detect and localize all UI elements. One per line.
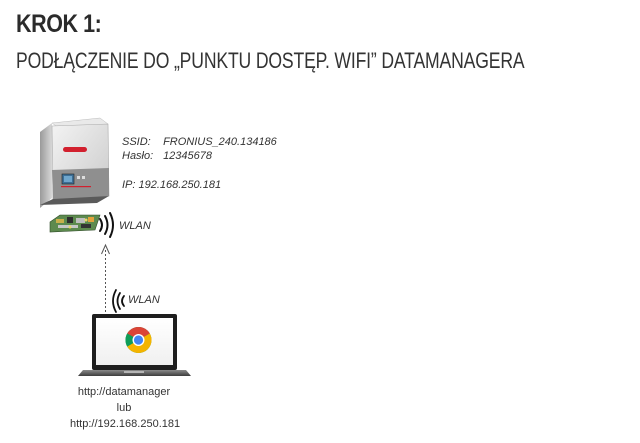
ssid-line: SSID: FRONIUS_240.134186	[122, 136, 277, 148]
brand-logo	[63, 147, 87, 152]
password-label: Hasło:	[122, 150, 154, 162]
url-or: lub	[116, 402, 132, 414]
url-primary: http://datamanager	[77, 386, 171, 398]
password-value: 12345678	[163, 150, 213, 162]
ip-address: IP: 192.168.250.181	[122, 179, 222, 191]
password-line: Hasło: 12345678	[122, 150, 212, 162]
datamanager-wlan-label: WLAN	[119, 220, 151, 232]
step-title: KROK 1:	[16, 10, 102, 38]
laptop-wlan-label: WLAN	[128, 294, 160, 306]
step-subtitle: PODŁĄCZENIE DO „PUNKTU DOSTĘP. WIFI” DAT…	[16, 48, 525, 73]
ssid-label: SSID:	[122, 136, 151, 148]
ssid-value: FRONIUS_240.134186	[163, 136, 277, 148]
url-secondary: http://192.168.250.181	[70, 418, 181, 430]
